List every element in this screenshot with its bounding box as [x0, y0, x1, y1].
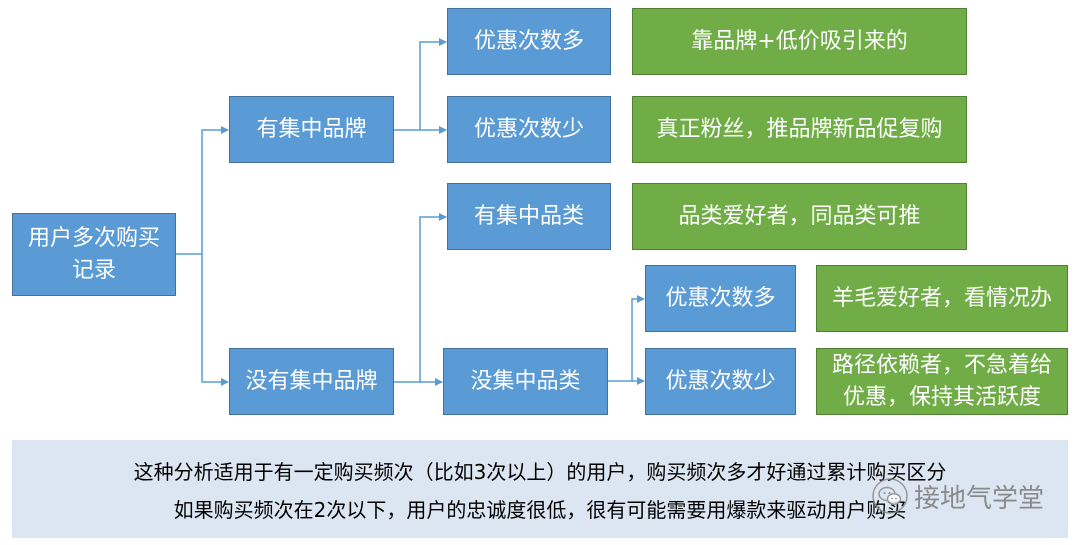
connector-no-brand-to-has-category — [394, 213, 447, 383]
has-brand-node: 有集中品牌 — [229, 96, 394, 163]
connector-root-to-no-brand — [201, 254, 229, 386]
root-node: 用户多次购买 记录 — [12, 213, 176, 296]
watermark-text: 接地气学堂 — [914, 483, 1045, 514]
note-box: 这种分析适用于有一定购买频次（比如3次以上）的用户，购买频次多才好通过累计购买区… — [12, 440, 1068, 538]
wechat-icon — [872, 478, 908, 514]
cat-discount-few-node: 优惠次数少 — [645, 348, 796, 415]
no-category-node: 没集中品类 — [443, 348, 608, 415]
outcome-cat-discount-few-line-1: 路径依赖者，不急着给 — [831, 352, 1052, 378]
connector-lines — [176, 38, 645, 386]
connector-has-brand-to-many — [394, 38, 447, 131]
outcome-cat-discount-many: 羊毛爱好者，看情况办 — [816, 265, 1068, 332]
outcome-brand-discount-few: 真正粉丝，推品牌新品促复购 — [632, 96, 967, 163]
brand-discount-many-node: 优惠次数多 — [447, 8, 611, 75]
outcome-has-category: 品类爱好者，同品类可推 — [632, 183, 967, 250]
connector-no-category-to-many — [608, 295, 645, 382]
root-node-line-1: 用户多次购买 — [27, 225, 160, 251]
root-node-line-2: 记录 — [71, 257, 116, 283]
no-brand-node: 没有集中品牌 — [229, 348, 394, 415]
watermark: 接地气学堂 — [872, 478, 1044, 514]
connector-root-to-has-brand — [176, 126, 229, 255]
outcome-cat-discount-few: 路径依赖者，不急着给 优惠，保持其活跃度 — [816, 348, 1068, 415]
has-category-node: 有集中品类 — [447, 183, 611, 250]
cat-discount-many-node: 优惠次数多 — [645, 265, 796, 332]
note-line-1: 这种分析适用于有一定购买频次（比如3次以上）的用户，购买频次多才好通过累计购买区… — [133, 460, 947, 484]
outcome-brand-discount-many: 靠品牌+低价吸引来的 — [632, 8, 967, 75]
brand-discount-few-node: 优惠次数少 — [447, 96, 611, 163]
note-line-2: 如果购买频次在2次以下，用户的忠诚度很低，很有可能需要用爆款来驱动用户购买 — [173, 498, 907, 522]
outcome-cat-discount-few-line-2: 优惠，保持其活跃度 — [842, 384, 1041, 410]
